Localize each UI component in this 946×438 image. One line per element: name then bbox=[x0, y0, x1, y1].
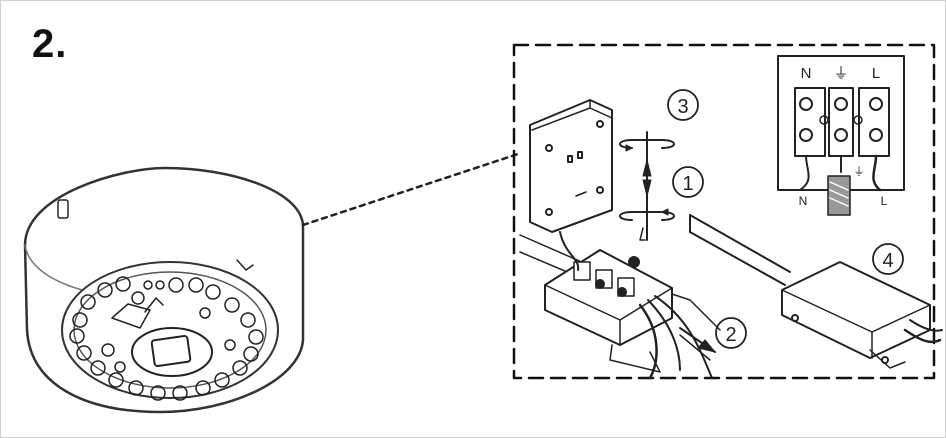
callout-4-text: 4 bbox=[882, 250, 893, 272]
callout-2-text: 2 bbox=[725, 324, 736, 346]
closed-terminal-box bbox=[689, 214, 943, 369]
terminal-cover bbox=[529, 99, 613, 233]
callout-4: 4 bbox=[872, 243, 904, 275]
label-n-bottom: N bbox=[799, 194, 808, 208]
callout-1-text: 1 bbox=[682, 173, 693, 195]
callout-3-text: 3 bbox=[677, 96, 688, 118]
step-number: 2. bbox=[32, 22, 68, 66]
wiring-schematic bbox=[777, 55, 905, 216]
earth-icon-bottom: ⏚ bbox=[854, 165, 865, 178]
rotate-arrows bbox=[619, 131, 675, 241]
zoom-leader-line bbox=[301, 152, 520, 227]
label-n-top: N bbox=[801, 65, 812, 82]
earth-icon: ⏚ bbox=[833, 65, 848, 82]
terminal-block-box bbox=[519, 231, 721, 373]
callout-3: 3 bbox=[667, 89, 699, 121]
callout-1: 1 bbox=[672, 166, 704, 198]
incoming-cable bbox=[638, 295, 716, 380]
detail-frame bbox=[512, 43, 936, 380]
callout-2: 2 bbox=[715, 317, 747, 349]
center-hub bbox=[111, 297, 213, 377]
label-l-top: L bbox=[872, 65, 880, 82]
label-l-bottom: L bbox=[881, 194, 888, 208]
